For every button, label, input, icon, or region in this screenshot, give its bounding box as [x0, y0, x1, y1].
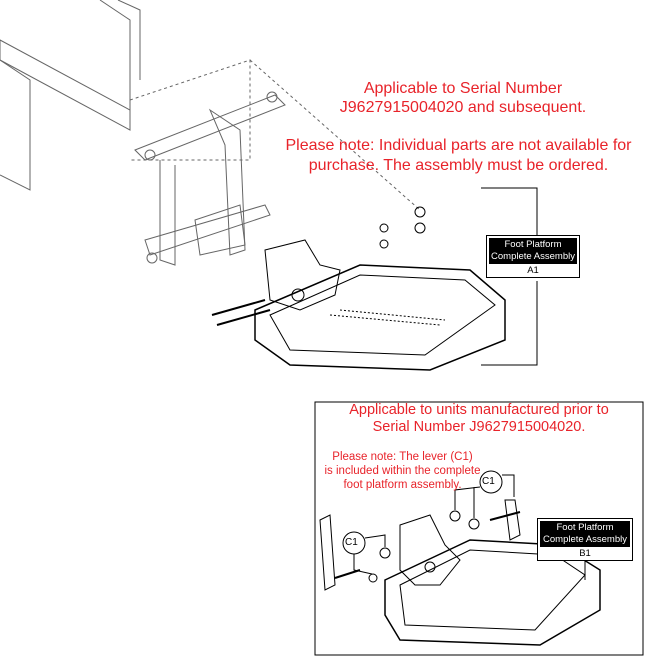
label-a1-title1: Foot Platform [504, 239, 562, 250]
top-notice-line4: purchase. The assembly must be ordered. [308, 157, 609, 174]
callout-c1-a: C1 [482, 476, 495, 487]
top-notice-line3: Please note: Individual parts are not av… [285, 137, 632, 154]
chair-frame-drawing [0, 0, 421, 266]
foot-platform-b1-drawing [319, 470, 601, 646]
leader-lines-a1 [481, 187, 538, 366]
label-b1-title2: Complete Assembly [543, 534, 627, 545]
top-notice-line1: Applicable to Serial Number [363, 80, 563, 97]
lever-note-line3: foot platform assembly. [343, 479, 462, 491]
label-b1-id: B1 [579, 548, 591, 559]
prior-units-frame [314, 401, 644, 656]
lever-note-line1: Please note: The lever (C1) [332, 451, 473, 463]
callout-circle-c1-a [479, 470, 503, 494]
label-b1-title1: Foot Platform [556, 522, 614, 533]
bottom-notice-line2: Serial Number J9627915004020. [372, 419, 586, 435]
bottom-notice-line1: Applicable to units manufactured prior t… [349, 402, 609, 418]
foot-platform-a1-drawing [211, 206, 506, 371]
label-a1-id: A1 [527, 265, 539, 276]
top-notice-line2: J9627915004020 and subsequent. [339, 99, 587, 116]
callout-c1-b: C1 [345, 537, 358, 548]
label-a1-title2: Complete Assembly [491, 251, 575, 262]
lever-note-line2: is included within the complete [324, 465, 481, 477]
